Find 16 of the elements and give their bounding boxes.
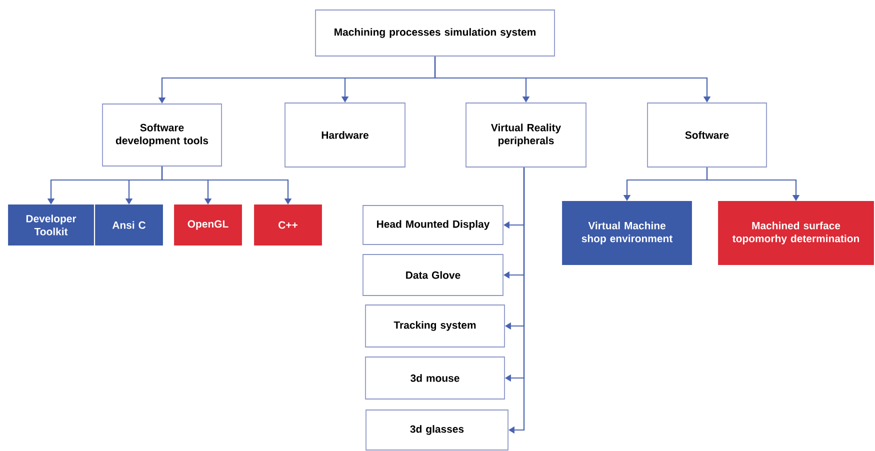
process-box: Developer Toolkit [8,204,94,246]
process-box: Machined surface topomorhy determination [718,201,874,265]
process-box: Software development tools [102,104,222,166]
process-box: Virtual Reality peripherals [466,102,586,168]
process-box: C++ [254,204,322,246]
process-box: Machining processes simulation system [315,10,555,56]
process-box: Tracking system [365,304,505,348]
process-box: OpenGL [174,204,242,246]
process-box: 3d mouse [365,356,505,400]
process-box: Software [647,102,767,168]
process-box: Data Glove [362,254,504,296]
process-box: Virtual Machine shop environment [562,201,692,265]
process-box: 3d glasses [366,410,508,450]
process-box: Hardware [284,102,406,168]
process-box: Ansi C [95,204,163,246]
process-box: Head Mounted Display [362,205,504,245]
